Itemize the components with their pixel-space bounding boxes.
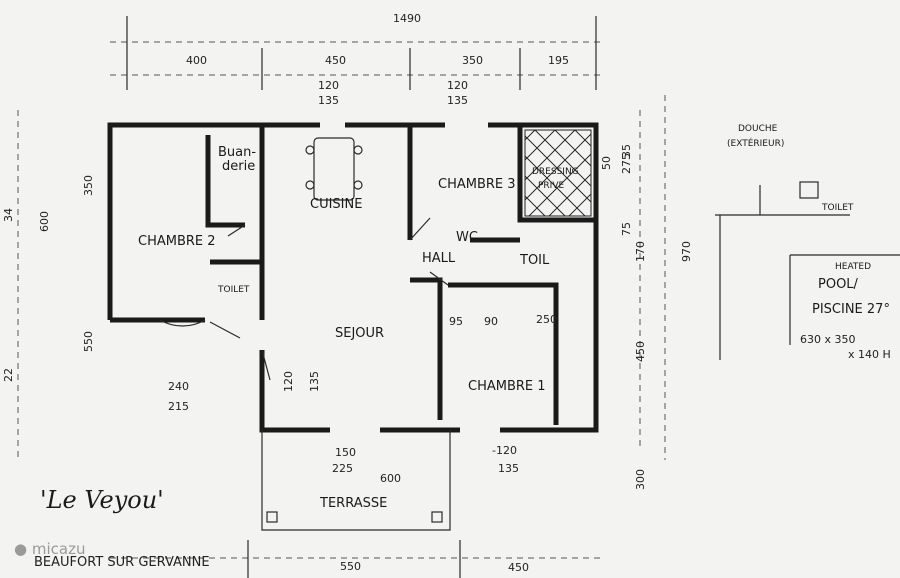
dim-left-mark2: 22 xyxy=(2,368,15,382)
plan-location: BEAUFORT SUR GERVANNE xyxy=(34,555,210,570)
dim-250: 250 xyxy=(536,313,557,326)
dim-r275: 275 xyxy=(620,153,633,174)
dim-225: 225 xyxy=(332,462,353,475)
room-toil: TOIL xyxy=(519,253,550,268)
dim-350: 350 xyxy=(462,54,483,67)
dim-150: 150 xyxy=(335,446,356,459)
dim-95: 95 xyxy=(449,315,463,328)
room-terrasse: TERRASSE xyxy=(319,496,387,511)
room-sejour: SEJOUR xyxy=(335,326,384,341)
dim-r450: 450 xyxy=(634,341,647,362)
dimension-lines xyxy=(17,16,666,578)
label-pool-1: HEATED xyxy=(835,262,871,272)
dim-r970: 970 xyxy=(680,241,693,262)
dim-door2-b: 135 xyxy=(447,94,468,107)
outdoor-shower xyxy=(715,181,850,360)
watermark-logo-icon: ● xyxy=(14,540,28,558)
dim-b550: 550 xyxy=(340,560,361,573)
dim-door1-b: 135 xyxy=(318,94,339,107)
label-douche-2: (EXTÉRIEUR) xyxy=(727,137,784,149)
dim-215: 215 xyxy=(168,400,189,413)
dim-door2-a: 120 xyxy=(447,79,468,92)
watermark: ● micazu xyxy=(14,540,85,558)
label-pool-5: x 140 H xyxy=(848,348,891,361)
dim-120b: -120 xyxy=(492,444,517,457)
kitchen-table xyxy=(305,137,363,201)
room-dressing-1: DRESSING xyxy=(532,167,579,177)
room-hall: HALL xyxy=(422,251,456,266)
dim-r50: 50 xyxy=(600,156,613,170)
walls xyxy=(107,122,599,433)
dim-r35: 35 xyxy=(620,144,633,158)
dim-195: 195 xyxy=(548,54,569,67)
pool-outline xyxy=(789,254,900,345)
dim-sejour-120: 120 xyxy=(282,371,295,392)
label-pool-2: POOL/ xyxy=(818,277,859,292)
dim-450: 450 xyxy=(325,54,346,67)
dim-total: 1490 xyxy=(393,12,421,25)
dim-400: 400 xyxy=(186,54,207,67)
dim-left-600: 600 xyxy=(38,211,51,232)
dim-b450: 450 xyxy=(508,561,529,574)
label-outdoor-toilet: TOILET xyxy=(821,203,854,213)
dim-r170: 170 xyxy=(634,241,647,262)
dim-door1-a: 120 xyxy=(318,79,339,92)
room-toilet-small: TOILET xyxy=(217,285,250,295)
dressing-hatch xyxy=(524,129,592,217)
dim-r75: 75 xyxy=(620,222,633,236)
dim-sejour-135: 135 xyxy=(308,371,321,392)
dim-r300: 300 xyxy=(634,469,647,490)
dim-135b: 135 xyxy=(498,462,519,475)
room-chambre3: CHAMBRE 3 xyxy=(438,177,516,192)
room-dressing-2: PRIVE xyxy=(538,181,564,191)
room-chambre2: CHAMBRE 2 xyxy=(138,234,216,249)
label-douche-1: DOUCHE xyxy=(738,124,778,134)
dim-left-mark1: 34 xyxy=(2,208,15,222)
room-buanderie-2: derie xyxy=(222,159,255,174)
door-swings xyxy=(159,217,449,381)
label-pool-3: PISCINE 27° xyxy=(812,302,890,317)
room-cuisine: CUISINE xyxy=(310,197,362,212)
watermark-text: micazu xyxy=(31,540,86,558)
label-pool-4: 630 x 350 xyxy=(800,333,856,346)
dim-240: 240 xyxy=(168,380,189,393)
room-chambre1: CHAMBRE 1 xyxy=(468,379,546,394)
room-wc: WC xyxy=(456,230,478,245)
room-buanderie-1: Buan- xyxy=(218,145,256,160)
plan-name: 'Le Veyou' xyxy=(40,486,164,514)
dim-left-350: 350 xyxy=(82,175,95,196)
terrace-outline xyxy=(261,430,451,531)
dim-90: 90 xyxy=(484,315,498,328)
dim-left-550: 550 xyxy=(82,331,95,352)
dim-600: 600 xyxy=(380,472,401,485)
